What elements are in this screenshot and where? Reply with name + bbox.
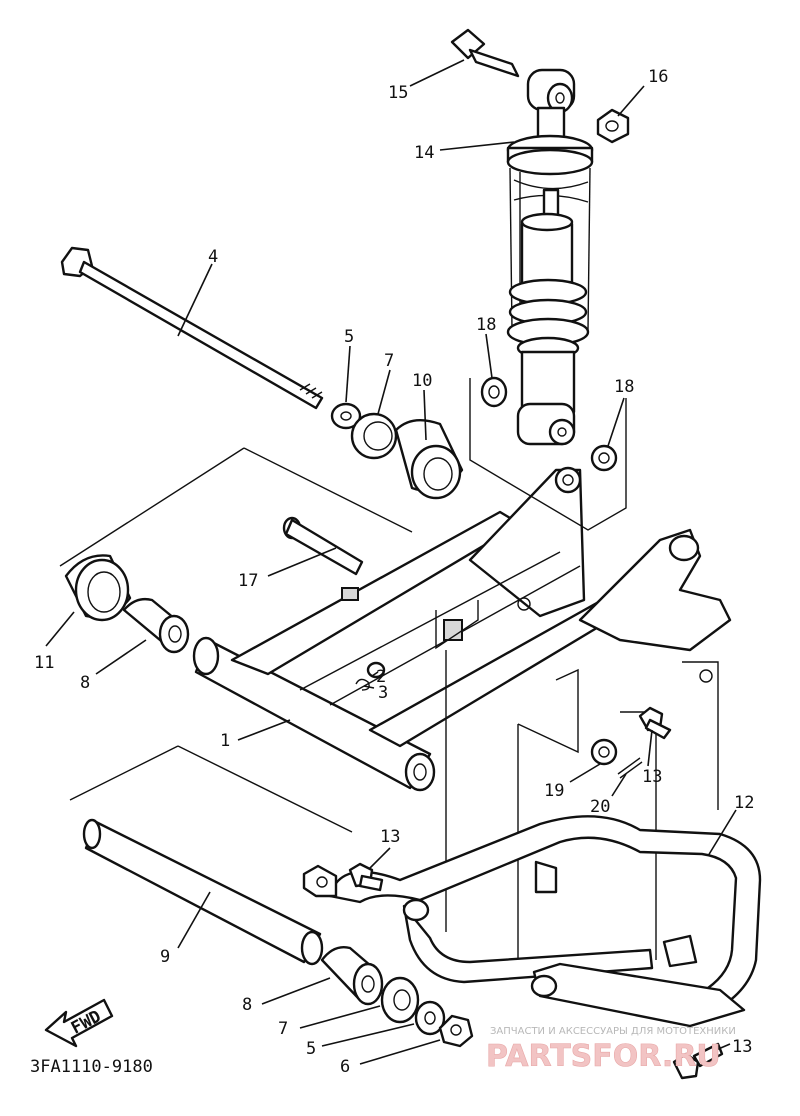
nut-16 <box>596 108 630 144</box>
bolt-13c <box>672 1042 724 1080</box>
callout-7b: 7 <box>278 1019 288 1039</box>
callout-5a: 5 <box>344 327 354 347</box>
callout-2: 2 <box>376 667 386 687</box>
callout-1: 1 <box>220 731 230 751</box>
collar-8b <box>320 946 384 1006</box>
callout-14: 14 <box>414 143 434 163</box>
callout-20: 20 <box>590 797 610 817</box>
callout-13a: 13 <box>642 767 662 787</box>
bolt-15 <box>450 28 520 78</box>
callout-17: 17 <box>238 571 258 591</box>
guard-frame-12 <box>302 815 762 1028</box>
callout-18a: 18 <box>476 315 496 335</box>
bearing-11 <box>64 554 132 622</box>
bolt-2 <box>366 661 386 679</box>
callout-13c: 13 <box>732 1037 752 1057</box>
watermark-brand: PARTSFOR.RU <box>486 1039 721 1074</box>
callout-13b: 13 <box>380 827 400 847</box>
callout-19: 19 <box>544 781 564 801</box>
callout-9: 9 <box>160 947 170 967</box>
callout-15: 15 <box>388 83 408 103</box>
watermark: ЗАПЧАСТИ И АКСЕССУАРЫ ДЛЯ МОТОТЕХНИКИ PA… <box>486 1026 736 1074</box>
callout-8a: 8 <box>80 673 90 693</box>
collar-8a <box>122 597 190 654</box>
washer-19 <box>590 738 618 766</box>
collar-18b <box>590 444 618 472</box>
watermark-tagline: ЗАПЧАСТИ И АКСЕССУАРЫ ДЛЯ МОТОТЕХНИКИ <box>490 1026 736 1037</box>
washer-5b <box>414 1000 446 1036</box>
cotter-pin-20 <box>617 757 643 779</box>
callout-6: 6 <box>340 1057 350 1077</box>
callout-7a: 7 <box>384 351 394 371</box>
bushing-10 <box>394 418 464 500</box>
callout-16: 16 <box>648 67 668 87</box>
callout-12: 12 <box>734 793 754 813</box>
callout-8b: 8 <box>242 995 252 1015</box>
nut-6 <box>438 1014 474 1048</box>
diagram-code: 3FA1110-9180 <box>30 1057 153 1077</box>
seal-7a <box>350 412 398 460</box>
callout-18b: 18 <box>614 377 634 397</box>
collar-18a <box>480 376 508 408</box>
shaft-9 <box>82 818 324 966</box>
swingarm-1 <box>192 466 732 792</box>
callout-10: 10 <box>412 371 432 391</box>
callout-11: 11 <box>34 653 54 673</box>
callout-4: 4 <box>208 247 218 267</box>
bolt-13b <box>348 862 384 892</box>
clip-3 <box>355 678 370 691</box>
washer-5a <box>330 402 362 430</box>
bolt-17 <box>282 516 364 576</box>
seal-7b <box>380 976 420 1024</box>
fwd-arrow-icon: FWD <box>44 998 114 1048</box>
callout-3: 3 <box>378 683 388 703</box>
callouts: 15 16 14 4 18 5 7 10 18 17 11 8 2 3 1 19… <box>34 67 754 1077</box>
shock-absorber <box>506 68 594 446</box>
leader-lines <box>45 59 737 1065</box>
pivot-shaft-4 <box>60 246 324 410</box>
callout-5b: 5 <box>306 1039 316 1059</box>
bolt-13a <box>638 706 672 740</box>
